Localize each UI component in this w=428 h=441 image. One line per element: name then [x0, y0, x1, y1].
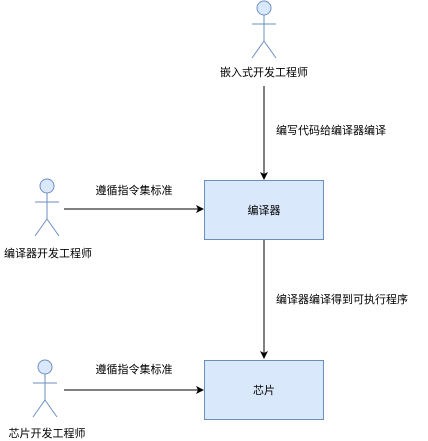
- edge-label-compiler-to-chip: 编译器编译得到可执行程序: [276, 293, 408, 306]
- actor-label-embedded-engineer: 嵌入式开发工程师: [220, 66, 308, 79]
- edge-label-chip-engineer-to-chip: 遵循指令集标准: [95, 363, 173, 376]
- edge-label-embedded-to-compiler: 编写代码给编译器编译: [276, 124, 386, 137]
- person-icon: [251, 0, 277, 59]
- chip-node-label: 芯片: [253, 384, 275, 397]
- actor-label-chip-engineer: 芯片开发工程师: [8, 427, 86, 440]
- actor-label-compiler-engineer: 编译器开发工程师: [4, 247, 92, 260]
- compiler-node: 编译器: [204, 180, 324, 240]
- person-icon: [34, 178, 60, 237]
- person-icon: [32, 359, 58, 418]
- chip-node: 芯片: [204, 360, 324, 420]
- edge-label-compiler-engineer-to-compiler: 遵循指令集标准: [95, 184, 173, 197]
- compiler-node-label: 编译器: [247, 204, 281, 217]
